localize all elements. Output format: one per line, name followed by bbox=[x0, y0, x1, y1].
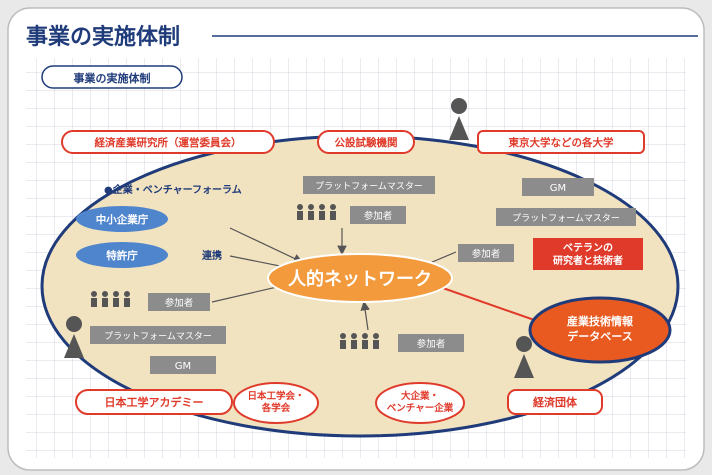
veterans-box bbox=[533, 238, 643, 270]
platform-master-box-left bbox=[90, 326, 226, 344]
engineering-societies-label: 日本工学会・各学会 bbox=[247, 390, 304, 414]
database-label: 産業技術情報データベース bbox=[567, 314, 634, 343]
patent-office-label: 特許庁 bbox=[106, 249, 138, 262]
participant-label-left: 参加者 bbox=[165, 297, 194, 309]
public-labs-label: 公設試験機関 bbox=[335, 136, 398, 149]
platform-master-box-top bbox=[303, 176, 435, 194]
participant-box-right bbox=[458, 244, 514, 262]
forum-label: ●企業・ベンチャーフォーラム bbox=[104, 183, 242, 196]
page-title: 事業の実施体制 bbox=[26, 24, 180, 50]
platform-master-label-left: プラットフォームマスター bbox=[104, 331, 212, 342]
large-companies-label: 大企業・ベンチャー企業 bbox=[387, 390, 454, 414]
subtitle-pill bbox=[41, 65, 183, 89]
person-icon-right bbox=[514, 336, 534, 378]
sme-agency-oval bbox=[76, 206, 168, 232]
business-groups-box bbox=[507, 389, 603, 415]
business-groups-label: 経済団体 bbox=[533, 395, 578, 409]
gm-label-left: GM bbox=[175, 361, 191, 372]
gm-box-left bbox=[150, 356, 216, 374]
rieti-box bbox=[61, 130, 275, 154]
center-node bbox=[267, 253, 453, 303]
gm-box-right bbox=[522, 178, 594, 196]
platform-master-label-right: プラットフォームマスター bbox=[512, 213, 620, 224]
participant-box-bottom bbox=[398, 334, 464, 352]
person-icon-top bbox=[449, 98, 469, 140]
participant-label-bottom: 参加者 bbox=[417, 338, 446, 350]
participant-box-left bbox=[148, 293, 210, 311]
participant-label-top: 参加者 bbox=[364, 210, 393, 222]
database-node bbox=[528, 296, 672, 364]
universities-label: 東京大学などの各大学 bbox=[509, 136, 614, 149]
large-companies-box bbox=[375, 382, 465, 424]
veterans-label: ベテランの研究者と技術者 bbox=[553, 242, 623, 267]
subtitle: 事業の実施体制 bbox=[74, 71, 151, 85]
participant-label-right: 参加者 bbox=[472, 248, 501, 260]
center-label: 人的ネットワーク bbox=[288, 268, 432, 290]
patent-office-oval bbox=[76, 242, 168, 268]
platform-master-box-right bbox=[496, 208, 636, 226]
people-group-top bbox=[297, 204, 336, 220]
engineering-societies-box bbox=[233, 382, 319, 424]
academy-label: 日本工学アカデミー bbox=[105, 395, 204, 409]
academy-box bbox=[75, 389, 233, 415]
people-group-left bbox=[91, 291, 130, 307]
person-icon-left bbox=[64, 316, 84, 358]
public-labs-box bbox=[317, 130, 415, 154]
sme-agency-label: 中小企業庁 bbox=[96, 213, 149, 226]
rieti-label: 経済産業研究所（運営委員会） bbox=[95, 136, 242, 149]
gm-label-right: GM bbox=[550, 183, 566, 194]
platform-master-label-top: プラットフォームマスター bbox=[315, 181, 423, 192]
arrow-sme bbox=[229, 227, 304, 263]
arrow-bottom-group bbox=[360, 300, 370, 331]
participant-box-top bbox=[350, 206, 406, 224]
universities-box bbox=[477, 130, 645, 154]
people-group-bottom bbox=[340, 333, 379, 349]
link-label: 連携 bbox=[202, 249, 222, 262]
